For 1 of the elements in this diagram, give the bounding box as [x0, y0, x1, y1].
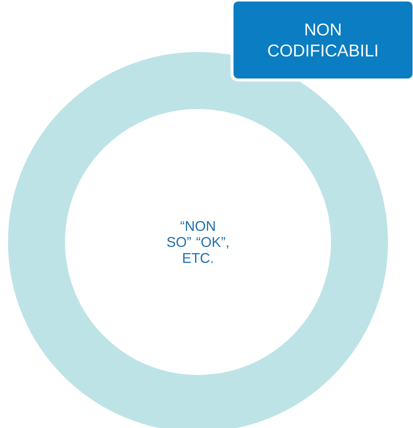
label-tab: NON CODIFICABILI	[230, 0, 413, 82]
